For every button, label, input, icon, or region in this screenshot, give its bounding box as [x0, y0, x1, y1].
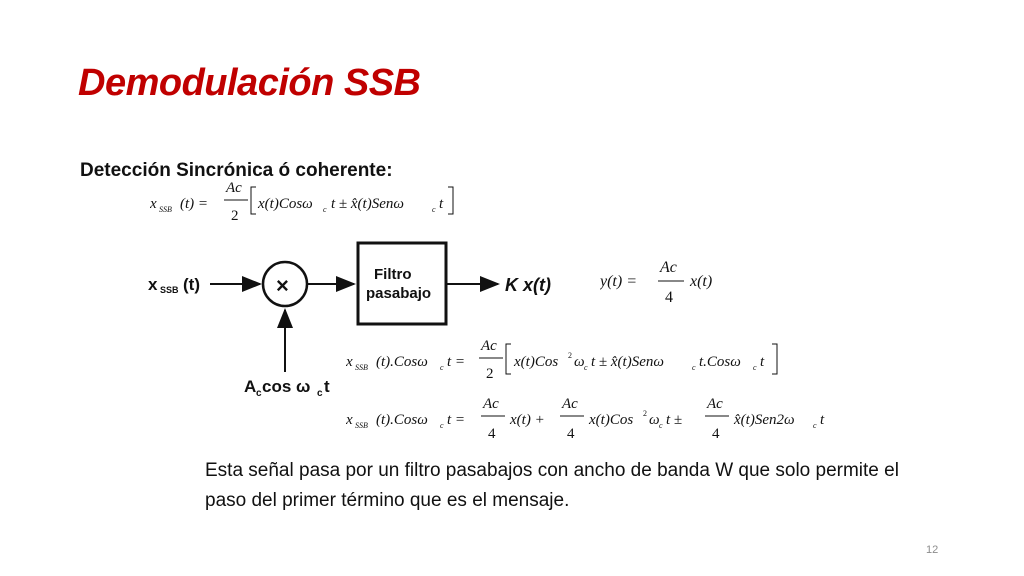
eq1-term3: t: [439, 196, 444, 212]
eq3-t2-c: c: [659, 421, 663, 430]
eq3-lhs: x: [346, 412, 353, 428]
eq3-lhs-c: c: [440, 421, 444, 430]
eq2-p3: t.Cosω: [699, 354, 741, 370]
eq2-p2-c: c: [692, 363, 696, 372]
slide-subtitle: Detección Sincrónica ó coherente:: [80, 160, 393, 181]
eq2-lhs-arg: (t).Cosω: [376, 354, 428, 370]
eq3-t3-c: c: [813, 421, 817, 430]
eq2-p4: t: [760, 354, 765, 370]
carrier-label-sub2: c: [317, 388, 323, 399]
multiplier-symbol: ×: [276, 273, 289, 298]
equation-expanded: x SSB (t).Cosω c t = Ac 4 x(t) + Ac 4 x(…: [346, 396, 825, 442]
filter-label-line1: Filtro: [374, 266, 412, 283]
eq3-t2: x(t)Cos: [588, 412, 633, 428]
eq3-t3: x̂(t)Sen2ω: [733, 412, 795, 428]
eq3-lhs-end: t =: [447, 412, 465, 428]
eqy-frac-den: 4: [665, 289, 673, 306]
eq2-p3-c: c: [753, 363, 757, 372]
eq2-lhs-c: c: [440, 363, 444, 372]
eq3-t1: x(t) +: [509, 412, 545, 428]
input-label: x: [148, 275, 158, 294]
eq3-t2-end: t ±: [666, 412, 682, 428]
carrier-label: A: [244, 377, 256, 396]
carrier-label-end: t: [324, 377, 330, 396]
eq1-frac-num: Ac: [225, 180, 242, 196]
input-label-sub: SSB: [160, 285, 179, 295]
lowpass-filter-block: [356, 241, 448, 326]
output-label: K x(t): [505, 275, 551, 295]
eqy-lhs: y(t) =: [600, 273, 637, 290]
eqy-frac-num: Ac: [659, 259, 677, 276]
eq2-p1-c: c: [584, 363, 588, 372]
equation-product: x SSB (t).Cosω c t = Ac 2 x(t)Cos 2 ω c …: [346, 338, 778, 382]
eq1-sub-c1: c: [323, 205, 327, 214]
page-number: 12: [926, 544, 939, 556]
eq3-f3-num: Ac: [706, 396, 723, 412]
eq3-lhs-sub: SSB: [355, 421, 368, 430]
eq2-p1-sup: 2: [568, 351, 572, 360]
eq2-frac-den: 2: [486, 366, 494, 382]
carrier-label-sub1: c: [256, 388, 262, 399]
eq1-term1: x(t)Cosω: [257, 196, 313, 212]
eq1-sub-c2: c: [432, 205, 436, 214]
eq1-lhs: x: [150, 196, 157, 212]
eq3-f1-den: 4: [488, 426, 496, 442]
eq2-lhs-end: t =: [447, 354, 465, 370]
equation-output: y(t) = Ac 4 x(t): [600, 259, 712, 306]
filter-label-line2: pasabajo: [366, 285, 431, 302]
eq2-frac-num: Ac: [480, 338, 497, 354]
eq3-f2-den: 4: [567, 426, 575, 442]
eq3-t2-sup: 2: [643, 409, 647, 418]
eq2-p1: x(t)Cos: [513, 354, 558, 370]
eq3-f1-num: Ac: [482, 396, 499, 412]
carrier-label-mid: cos ω: [262, 377, 310, 396]
eq2-lhs: x: [346, 354, 353, 370]
body-paragraph: Esta señal pasa por un filtro pasabajos …: [205, 460, 899, 511]
equation-ssb-signal: x SSB (t) = Ac 2 x(t)Cosω c t ± x̂(t)Sen…: [150, 180, 454, 224]
eq1-frac-den: 2: [231, 208, 239, 224]
eq3-lhs-arg: (t).Cosω: [376, 412, 428, 428]
eq2-lhs-sub: SSB: [355, 363, 368, 372]
eq2-p2: t ± x̂(t)Senω: [591, 354, 664, 370]
eq2-p1b: ω: [574, 354, 585, 370]
eq3-f3-den: 4: [712, 426, 720, 442]
input-label-arg: (t): [183, 275, 200, 294]
eq1-term2: t ± x̂(t)Senω: [331, 196, 404, 212]
eq3-f2-num: Ac: [561, 396, 578, 412]
eq1-lhs-sub: SSB: [159, 205, 172, 214]
eqy-rhs: x(t): [689, 273, 712, 290]
slide-title: Demodulación SSB: [78, 62, 421, 104]
eq3-t2b: ω: [649, 412, 660, 428]
eq1-lhs-arg: (t) =: [180, 196, 208, 212]
eq3-t3-end: t: [820, 412, 825, 428]
